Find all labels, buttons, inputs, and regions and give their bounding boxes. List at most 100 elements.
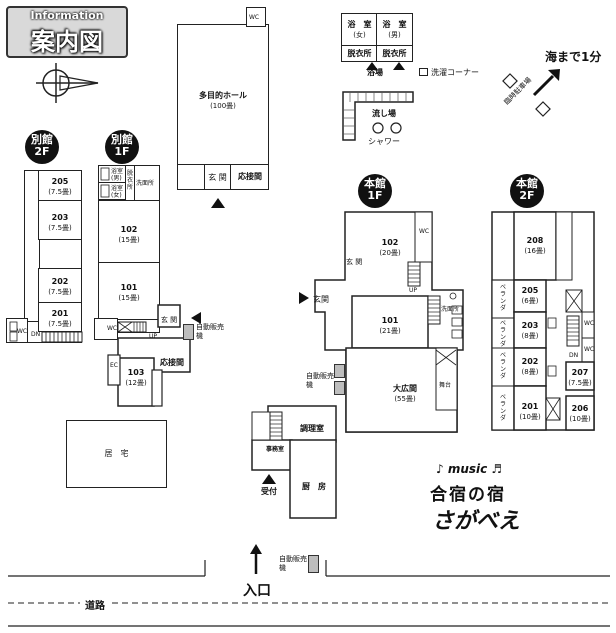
- annex-2f-room-205: 205(7.5畳): [38, 170, 82, 202]
- annex-vending-label: 自動販売機: [196, 323, 224, 340]
- annex-1f-entrance-label: 玄 関: [160, 316, 178, 324]
- annex-vending-machine: [183, 324, 194, 340]
- room2-205-no: 205: [521, 286, 539, 295]
- annex-1f-bath-f-label: 浴室: [111, 185, 124, 192]
- veranda-2: ベランダ: [500, 320, 507, 348]
- shower-label: シャワー: [368, 137, 400, 146]
- annex-2f-room-203: 203 (7.5畳): [38, 200, 82, 240]
- main-1f-wash: 洗面所: [441, 306, 460, 313]
- annex-room-101-no: 101: [120, 283, 138, 292]
- main-vending-label: 自動販売機: [306, 372, 334, 389]
- entrance-label: 入口: [243, 583, 271, 599]
- hall-reception-label: 応接間: [238, 172, 262, 181]
- room2-201-size: (10畳): [519, 413, 541, 421]
- sink-label: 流し場: [372, 109, 396, 118]
- veranda-3: ベランダ: [500, 352, 507, 380]
- cooking-room-label: 調理室: [300, 424, 324, 433]
- annex-1f-bath-f: 浴室(女): [98, 182, 126, 200]
- main-2f-badge-bottom: 2F: [519, 189, 535, 202]
- veranda-4: ベランダ: [500, 394, 507, 422]
- logo-music: ♪ music ♬: [436, 462, 503, 476]
- room-208-no: 208: [526, 236, 544, 245]
- annex-2f-corridor: [24, 170, 40, 322]
- main-2f-wc-2: WC: [584, 346, 595, 353]
- laundry-box: [419, 68, 428, 76]
- room-203-size: (7.5畳): [48, 224, 72, 232]
- main-1f-badge-top: 本館: [364, 177, 386, 190]
- main-entrance-2-label: 玄 関: [346, 258, 363, 266]
- room-206-no: 206: [571, 404, 589, 413]
- main-room-101-size: (21畳): [379, 327, 401, 335]
- annex-room-101-size: (15畳): [118, 294, 140, 302]
- room2-203-size: (8畳): [521, 332, 539, 340]
- annex-2f-badge: 別館 2F: [25, 130, 59, 164]
- main-1f-badge: 本館 1F: [358, 174, 392, 208]
- gate-vending-label: 自動販売機: [279, 555, 307, 572]
- annex-1f-wc-label: WC: [107, 325, 118, 332]
- annex-2f-wc: WC: [6, 318, 28, 343]
- annex-1f-bath-m: 浴室(男): [98, 165, 126, 183]
- main-2f-room-202: 202 (8畳): [514, 357, 546, 377]
- gate-vending-machine: [308, 555, 319, 573]
- reception-label: 受付: [261, 487, 277, 496]
- main-2f-room-206: 206(10畳): [566, 404, 594, 424]
- annex-1f-up: UP: [149, 333, 158, 340]
- main-2f-room-208: 208(16畳): [514, 236, 556, 256]
- main-2f-room-203: 203(8畳): [514, 321, 546, 341]
- hall-name: 多目的ホール: [199, 91, 247, 100]
- annex-room-102-no: 102: [120, 225, 138, 234]
- info-banner: Information 案内図: [6, 6, 128, 58]
- room-203-no: 203: [51, 213, 69, 222]
- annex-1f-badge-top: 別館: [111, 133, 133, 146]
- room2-202-no: 202: [521, 357, 539, 366]
- annex-1f-wash-label: 洗面所: [136, 180, 155, 187]
- annex-2f-room-202: 202(7.5畳): [38, 268, 82, 304]
- dressing-2-label: 脱衣所: [382, 49, 407, 58]
- main-2f-dn: DN: [569, 352, 579, 359]
- room-207-no: 207: [571, 368, 589, 377]
- bath-men-sub: (男): [388, 31, 401, 39]
- main-1f-room-102: 102(20畳): [370, 238, 410, 258]
- annex-1f-bath-f-sub: (女): [111, 192, 122, 199]
- main-2f-room-207: 207(7.5畳): [566, 368, 594, 388]
- bath-women-label: 浴 室: [347, 20, 372, 29]
- logo-line2: さがべえ: [432, 509, 521, 534]
- annex-2f-room-201: 201 (7.5畳): [38, 302, 82, 332]
- room2-202-size: (8畳): [521, 368, 539, 376]
- main-room-102-size: (20畳): [379, 249, 401, 257]
- main-hall-size: (55畳): [394, 395, 416, 403]
- room-201-no: 201: [51, 309, 69, 318]
- annex-1f-badge-bottom: 1F: [114, 145, 130, 158]
- annex-1f-wc: WC: [94, 318, 118, 340]
- annex-1f-room-102: 102 (15畳): [98, 200, 160, 264]
- veranda-1: ベランダ: [500, 284, 507, 312]
- laundry-label: 洗濯コーナー: [431, 68, 479, 77]
- annex-room-102-size: (15畳): [118, 236, 140, 244]
- residence-label: 居 宅: [104, 449, 129, 458]
- room-202-size: (7.5畳): [48, 288, 72, 296]
- main-2f-wc-1: WC: [584, 320, 595, 327]
- room-201-size: (7.5畳): [48, 320, 72, 328]
- office-label: 事務室: [266, 446, 285, 453]
- main-stage-label: 舞台: [439, 382, 452, 389]
- main-2f-badge: 本館 2F: [510, 174, 544, 208]
- bath-women: 浴 室(女): [341, 13, 378, 47]
- bath-men: 浴 室(男): [376, 13, 413, 47]
- dressing-room-1: 脱衣所: [341, 45, 378, 62]
- annex-1f-room-101: 101 (15畳): [98, 262, 160, 320]
- hall-size: (100畳): [210, 102, 236, 110]
- sea-label: 海まで1分: [545, 50, 602, 64]
- hall-wc-label: WC: [249, 14, 260, 21]
- info-label: Information: [30, 9, 104, 22]
- logo-line1: 合宿の宿: [430, 485, 506, 505]
- annex-1f-bath-m-label: 浴室: [111, 168, 124, 175]
- main-hall-label: 大広間: [393, 384, 417, 393]
- main-1f-up: UP: [409, 287, 418, 294]
